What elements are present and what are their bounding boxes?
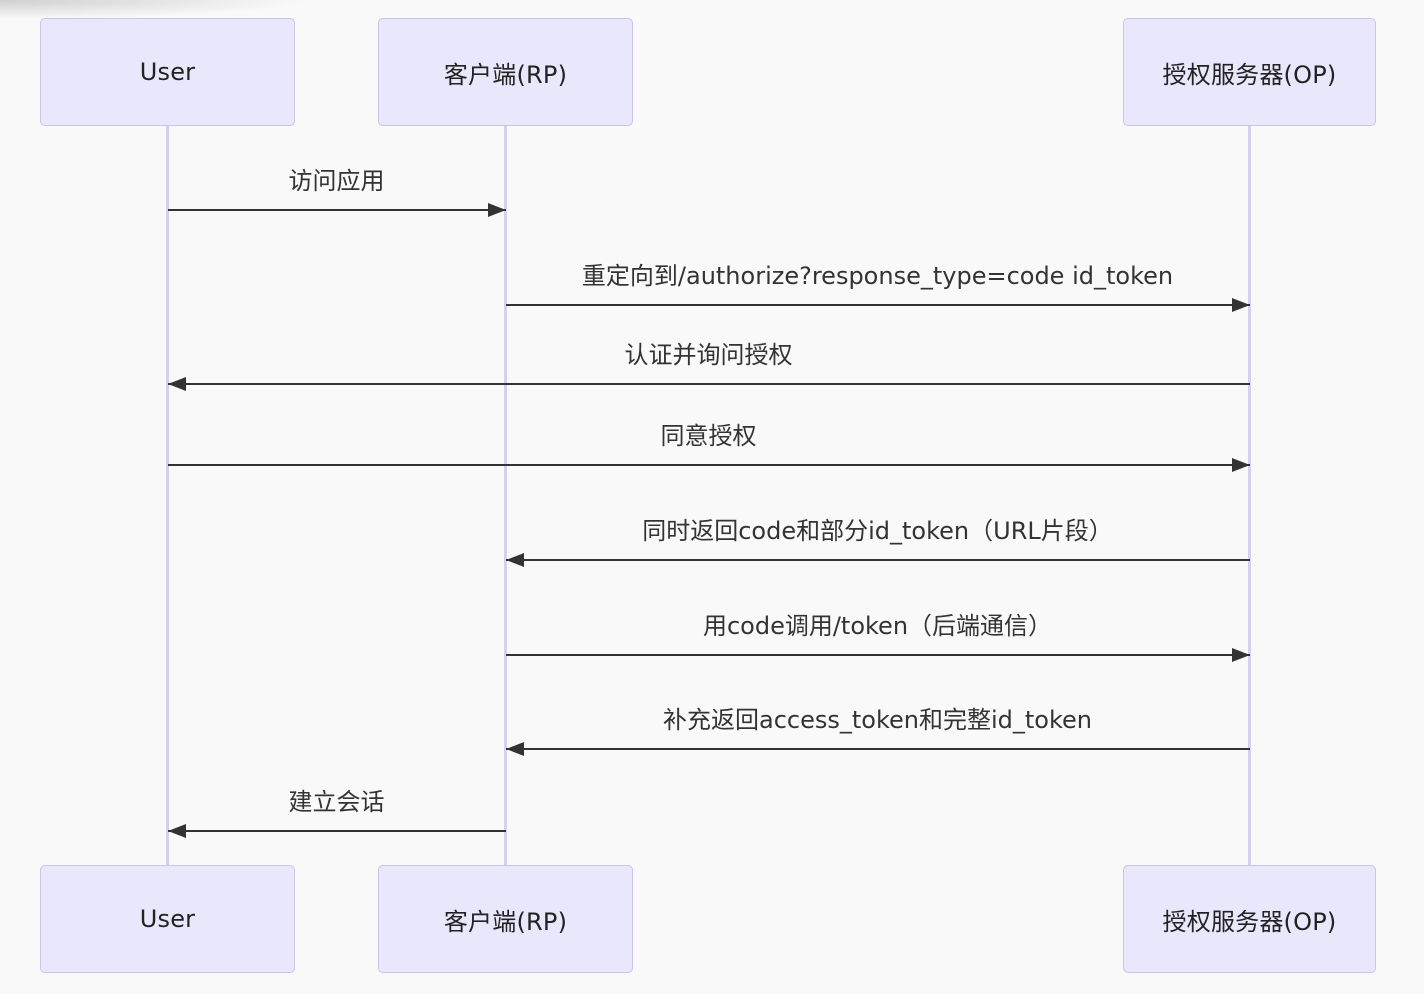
message-arrow-line — [167, 383, 1250, 385]
lifeline-rp — [504, 126, 507, 866]
message-label: 访问应用 — [288, 167, 385, 195]
message-label: 同时返回code和部分id_token（URL片段） — [642, 517, 1113, 545]
message-arrowhead-left — [505, 553, 524, 567]
message-arrow-line — [167, 209, 506, 211]
message-label: 同意授权 — [660, 422, 757, 450]
actor-box-op-top: 授权服务器(OP) — [1123, 18, 1376, 126]
message-label: 认证并询问授权 — [624, 341, 793, 369]
message-arrowhead-left — [167, 824, 186, 838]
message-arrowhead-right — [1231, 648, 1250, 662]
actor-label: 授权服务器(OP) — [1162, 60, 1337, 89]
actor-label: User — [139, 58, 196, 86]
message-label: 用code调用/token（后端通信） — [702, 612, 1053, 640]
lifeline-op — [1248, 126, 1251, 866]
actor-box-rp-bottom: 客户端(RP) — [378, 865, 633, 973]
actor-label: 客户端(RP) — [443, 907, 568, 936]
actor-box-user-bottom: User — [40, 865, 295, 973]
lifeline-user — [166, 126, 169, 866]
actor-box-rp-top: 客户端(RP) — [378, 18, 633, 126]
message-arrowhead-right — [487, 203, 506, 217]
actor-label: 客户端(RP) — [443, 60, 568, 89]
message-arrow-line — [505, 654, 1250, 656]
message-label: 建立会话 — [288, 788, 385, 816]
message-arrowhead-left — [167, 377, 186, 391]
message-arrowhead-right — [1231, 458, 1250, 472]
message-arrow-line — [505, 748, 1250, 750]
message-arrowhead-left — [505, 742, 524, 756]
message-arrow-line — [505, 304, 1250, 306]
message-arrow-line — [505, 559, 1250, 561]
actor-box-user-top: User — [40, 18, 295, 126]
message-label: 重定向到/authorize?response_type=code id_tok… — [581, 262, 1174, 290]
message-label: 补充返回access_token和完整id_token — [663, 706, 1092, 734]
actor-box-op-bottom: 授权服务器(OP) — [1123, 865, 1376, 973]
message-arrow-line — [167, 464, 1250, 466]
actor-label: User — [139, 905, 196, 933]
message-arrow-line — [167, 830, 506, 832]
actor-label: 授权服务器(OP) — [1162, 907, 1337, 936]
message-arrowhead-right — [1231, 298, 1250, 312]
